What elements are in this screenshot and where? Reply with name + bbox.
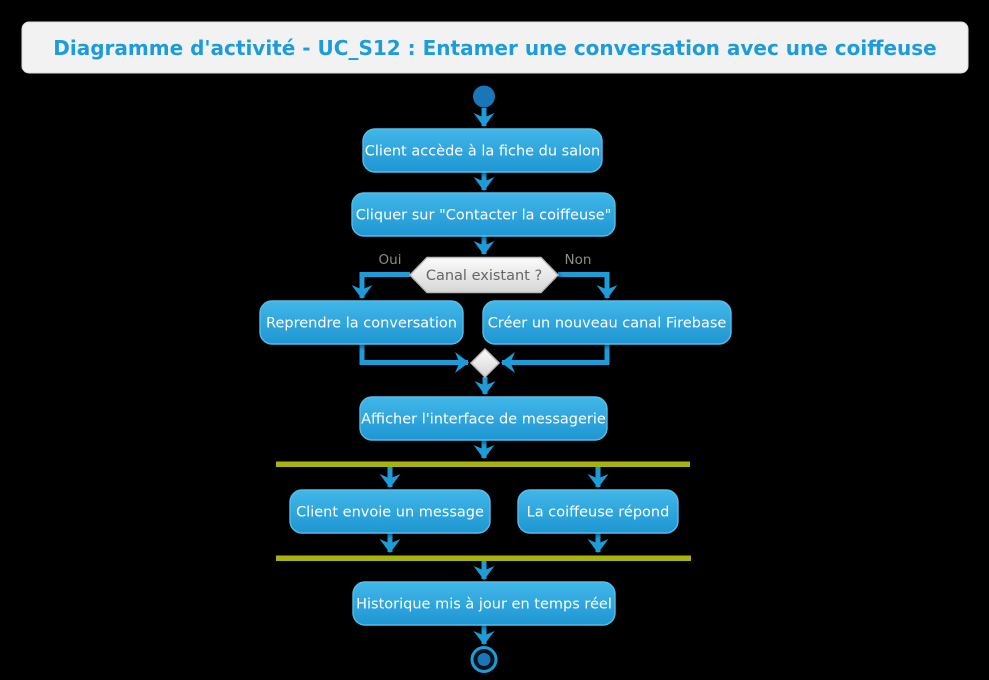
- activity-box-shape: [517, 489, 679, 534]
- decision-canal-existant: Canal existant ?: [408, 256, 560, 294]
- activity-show-messaging: Afficher l'interface de messagerie: [359, 396, 608, 441]
- diagram-title-bar: Diagramme d'activité - UC_S12 : Entamer …: [21, 21, 969, 74]
- activity-label: Afficher l'interface de messagerie: [361, 412, 606, 428]
- activity-label: Historique mis à jour en temps réel: [356, 597, 612, 613]
- fork-bar: [276, 461, 690, 467]
- activity-box-shape: [352, 581, 616, 626]
- end-node-inner-circle: [477, 653, 491, 666]
- activity-click-contact: Cliquer sur "Contacter la coiffeuse": [351, 192, 616, 237]
- edge-decision-no-branch: [558, 272, 618, 299]
- title-bar-background: [21, 21, 969, 74]
- decision-label: Canal existant ?: [426, 268, 542, 284]
- activity-client-sends: Client envoie un message: [289, 489, 491, 534]
- activity-box-shape: [351, 192, 616, 237]
- activity-label: Créer un nouveau canal Firebase: [488, 316, 727, 332]
- activity-box-shape: [259, 300, 464, 345]
- merge-diamond: [469, 347, 501, 379]
- decision-shape: [408, 256, 560, 294]
- activity-create-channel: Créer un nouveau canal Firebase: [482, 300, 732, 345]
- activity-label: Cliquer sur "Contacter la coiffeuse": [356, 208, 612, 224]
- activity-label: Client accède à la fiche du salon: [365, 144, 600, 160]
- activity-label: La coiffeuse répond: [527, 505, 670, 521]
- start-node: [473, 85, 495, 108]
- activity-box-shape: [289, 489, 491, 534]
- diagram-edges: [351, 108, 618, 645]
- activity-access-salon: Client accède à la fiche du salon: [362, 128, 603, 173]
- edge-create-to-merge: [501, 344, 610, 373]
- activity-label: Reprendre la conversation: [266, 316, 457, 332]
- edge-decision-yes-branch: [351, 272, 410, 299]
- diagram-title: Diagramme d'activité - UC_S12 : Entamer …: [53, 36, 936, 60]
- branch-label-yes: Oui: [379, 252, 402, 268]
- activity-label: Client envoie un message: [296, 505, 484, 521]
- activity-hairdresser-replies: La coiffeuse répond: [517, 489, 679, 534]
- branch-label-no: Non: [565, 252, 592, 268]
- activity-box-shape: [359, 396, 608, 441]
- end-node: [470, 646, 498, 673]
- join-bar: [276, 555, 691, 561]
- activity-box-shape: [482, 300, 732, 345]
- activity-history-updated: Historique mis à jour en temps réel: [352, 581, 616, 626]
- activity-box-shape: [362, 128, 603, 173]
- activity-resume-conversation: Reprendre la conversation: [259, 300, 464, 345]
- edge-resume-to-merge: [359, 344, 469, 373]
